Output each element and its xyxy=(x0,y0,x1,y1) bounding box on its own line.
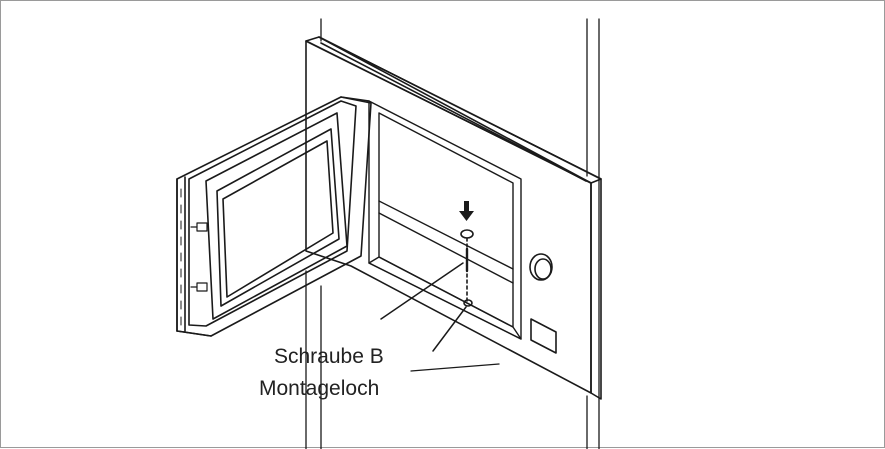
control-button xyxy=(530,318,557,354)
label-mounting-hole: Montageloch xyxy=(259,377,379,400)
control-knob xyxy=(529,253,553,281)
leader-lines xyxy=(380,262,467,352)
mounting-screw xyxy=(460,229,474,307)
microwave-front-frame xyxy=(305,36,602,400)
microwave-cavity xyxy=(368,100,522,340)
open-door xyxy=(176,96,372,337)
label-screw-b: Schraube B xyxy=(274,345,384,368)
door-edge-slots xyxy=(180,188,190,326)
arrow-down-icon xyxy=(459,201,474,221)
door-hinges xyxy=(190,222,208,292)
cabinet-lines xyxy=(305,18,600,449)
